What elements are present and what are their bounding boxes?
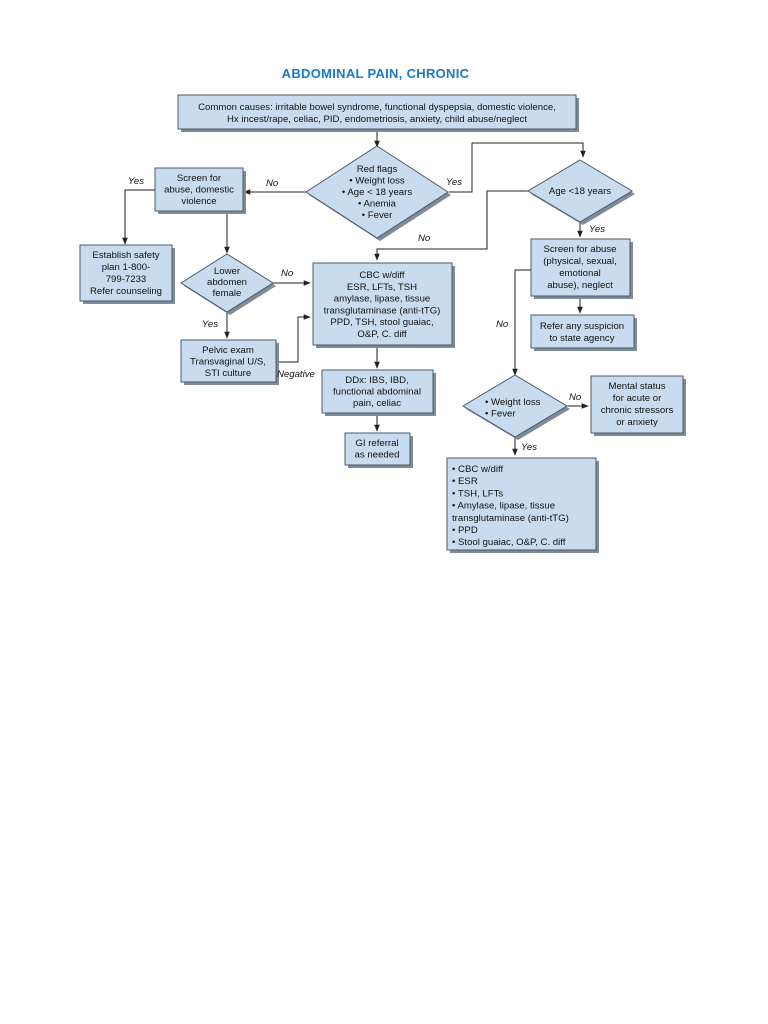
node-text-line: Refer any suspicion: [540, 321, 624, 332]
edge-label-no: No: [281, 268, 294, 279]
node-mental-status: [590, 375, 686, 436]
node-common-causes: [177, 94, 579, 132]
edge-label-no: No: [496, 319, 509, 330]
node-diamond: [462, 374, 568, 438]
node-text-line: • Weight loss: [349, 176, 405, 187]
node-shapes: [79, 94, 686, 553]
node-text-line: • ESR: [452, 476, 478, 487]
node-text-line: Mental status: [608, 381, 665, 392]
node-text-line: • Weight loss: [485, 397, 541, 408]
edge-label-no: No: [266, 178, 279, 189]
node-text-line: • Anemia: [358, 199, 397, 210]
node-gi-referral: [344, 432, 413, 468]
node-text-line: plan 1-800-: [102, 262, 151, 273]
node-box: [79, 244, 173, 302]
node-box: [321, 369, 434, 414]
node-text-line: emotional: [559, 268, 601, 279]
node-text-line: Establish safety: [92, 250, 159, 261]
node-box: [344, 432, 411, 466]
edge-label-yes: Yes: [521, 442, 537, 453]
node-text-line: female: [213, 288, 242, 299]
node-text-line: amylase, lipase, tissue: [334, 294, 431, 305]
node-text-line: • PPD: [452, 525, 478, 536]
edge-label-no: No: [569, 392, 582, 403]
node-cbc-child: [446, 457, 599, 553]
node-box: [312, 262, 453, 346]
node-text-line: STI culture: [205, 368, 251, 379]
node-text-line: • Amylase, lipase, tissue: [452, 501, 555, 512]
node-text-line: Lower: [214, 266, 241, 277]
node-text-line: • CBC w/diff: [452, 464, 503, 475]
node-text-line: • Age < 18 years: [342, 187, 412, 198]
node-text-line: abuse), neglect: [547, 280, 613, 291]
node-weight-fever: [462, 374, 570, 440]
node-text-line: to state agency: [549, 333, 614, 344]
node-text-line: transglutaminase (anti-tTG): [324, 305, 441, 316]
edge-label-no: No: [418, 233, 431, 244]
node-box: [154, 167, 244, 212]
node-diamond: [305, 145, 449, 239]
node-text-line: abdomen: [207, 277, 247, 288]
node-text-line: or anxiety: [616, 417, 658, 428]
node-ddx: [321, 369, 436, 416]
node-text-line: • TSH, LFTs: [452, 488, 503, 499]
node-text-line: • Fever: [362, 210, 393, 221]
node-cbc-main: [312, 262, 455, 348]
edge-label-yes: Yes: [589, 224, 605, 235]
node-texts: Common causes: irritable bowel syndrome,…: [90, 102, 673, 548]
node-text-line: Hx incest/rape, celiac, PID, endometrios…: [227, 114, 527, 125]
node-diamond: [527, 159, 633, 223]
node-pelvic-exam: [180, 339, 279, 385]
node-text-line: DDx: IBS, IBD,: [345, 375, 408, 386]
node-box: [590, 375, 684, 434]
node-text-line: transglutaminase (anti-tTG): [452, 513, 569, 524]
node-age-18: [527, 159, 635, 225]
node-text-line: Screen for: [177, 173, 222, 184]
node-refer-suspicion: [530, 314, 637, 351]
node-diamond: [180, 253, 274, 313]
node-text-line: Age <18 years: [549, 186, 611, 197]
node-text-line: ESR, LFTs, TSH: [347, 282, 417, 293]
edge-labels: No Yes Yes No Yes Negative No Yes No No …: [128, 176, 605, 453]
node-establish-safety: [79, 244, 175, 304]
node-screen-abuse-dv: [154, 167, 246, 214]
node-text-line: • Stool guaiac, O&P, C. diff: [452, 537, 566, 548]
node-text-line: Pelvic exam: [202, 345, 254, 356]
node-text-line: Screen for abuse: [543, 244, 616, 255]
node-box: [180, 339, 277, 383]
node-text-line: as needed: [355, 450, 400, 461]
node-text-line: violence: [181, 196, 216, 207]
node-text-line: PPD, TSH, stool guaiac,: [330, 317, 433, 328]
edge-label-yes: Yes: [202, 319, 218, 330]
node-text-line: 799-7233: [106, 274, 147, 285]
connectors: [122, 129, 589, 456]
node-text-line: Refer counseling: [90, 286, 162, 297]
node-text-line: abuse, domestic: [164, 185, 234, 196]
node-text-line: Red flags: [357, 164, 398, 175]
edge-label-negative: Negative: [277, 369, 315, 380]
node-text-line: (physical, sexual,: [543, 256, 617, 267]
node-text-line: pain, celiac: [353, 398, 401, 409]
node-lower-abdomen: [180, 253, 276, 315]
node-text-line: Common causes: irritable bowel syndrome,…: [198, 102, 556, 113]
node-text-line: GI referral: [355, 438, 398, 449]
edge-label-yes: Yes: [128, 176, 144, 187]
node-text-line: O&P, C. diff: [357, 329, 407, 340]
edge-label-yes: Yes: [446, 177, 462, 188]
node-text-line: chronic stressors: [601, 405, 674, 416]
node-text-line: Transvaginal U/S,: [190, 357, 266, 368]
node-text-line: functional abdominal: [333, 387, 421, 398]
page-title: ABDOMINAL PAIN, CHRONIC: [281, 66, 470, 81]
node-red-flags: [305, 145, 451, 241]
node-screen-abuse-child: [530, 238, 633, 299]
node-text-line: for acute or: [613, 393, 662, 404]
node-box: [177, 94, 577, 130]
node-box: [530, 238, 631, 297]
node-text-line: CBC w/diff: [359, 270, 404, 281]
node-box: [530, 314, 635, 349]
node-box: [446, 457, 597, 551]
node-text-line: • Fever: [485, 409, 516, 420]
